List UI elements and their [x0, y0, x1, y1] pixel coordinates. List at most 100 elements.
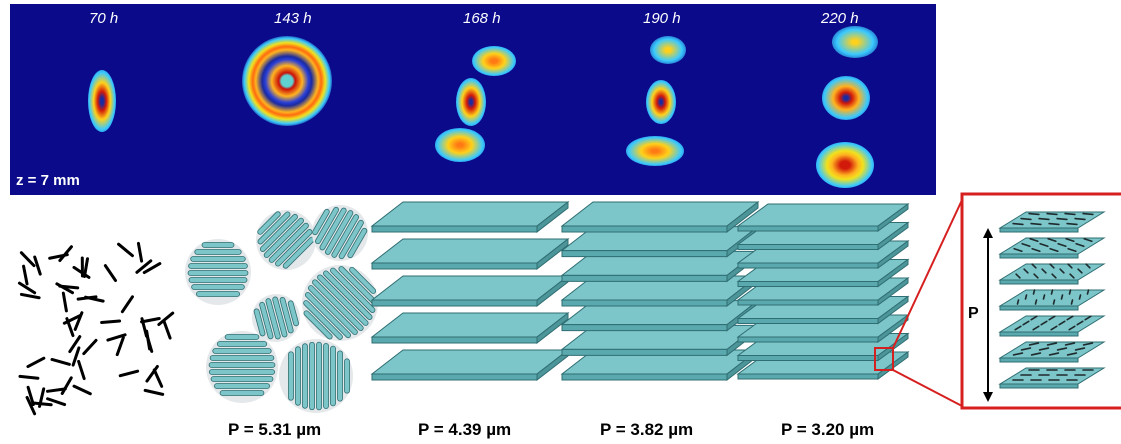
- rod: [106, 333, 127, 342]
- chiral-rod: [1050, 325, 1058, 331]
- chiral-plate-edge: [999, 357, 1079, 363]
- lamella: [337, 350, 343, 402]
- lamella: [304, 291, 352, 339]
- chiral-rod: [1067, 247, 1077, 253]
- lamella: [323, 270, 373, 320]
- chiral-rod: [1022, 320, 1030, 326]
- rod: [61, 291, 68, 313]
- chiral-rod: [1012, 222, 1024, 226]
- lamella: [196, 291, 240, 297]
- rod: [25, 395, 37, 416]
- chiral-rod: [1059, 268, 1065, 274]
- chiral-rod: [1023, 268, 1029, 274]
- rod: [152, 368, 164, 388]
- zoom-connector-bottom: [892, 369, 963, 407]
- lamella: [309, 341, 315, 411]
- chiral-rod: [1031, 263, 1037, 269]
- chiral-rod: [1066, 315, 1074, 321]
- pitch-arrow-head-bottom: [983, 392, 993, 402]
- chiral-rod: [1060, 294, 1064, 300]
- chiral-rod: [1078, 294, 1082, 300]
- lamella: [209, 355, 275, 361]
- chiral-rod: [1042, 294, 1046, 300]
- chiral-rod: [1068, 325, 1076, 331]
- lamella: [319, 207, 347, 251]
- rod: [17, 281, 37, 295]
- scatter-spot-70h: [88, 70, 116, 132]
- plate: [561, 201, 759, 233]
- rod: [145, 364, 159, 383]
- lamella: [214, 383, 270, 389]
- lamella: [330, 345, 336, 407]
- chiral-plate: [998, 341, 1106, 363]
- chiral-rod: [1084, 315, 1092, 321]
- time-label-190h: 190 h: [643, 10, 681, 27]
- chiral-rod: [1033, 273, 1039, 279]
- rod: [46, 397, 67, 407]
- lamella: [302, 343, 308, 409]
- chiral-rod: [1032, 289, 1036, 295]
- rod: [31, 401, 53, 407]
- chiral-rod: [1057, 242, 1067, 248]
- lamella: [188, 277, 248, 283]
- plate: [371, 238, 569, 270]
- lamella: [253, 308, 266, 337]
- time-label-143h: 143 h: [274, 10, 312, 27]
- lamella: [259, 213, 298, 252]
- chiral-plate: [998, 237, 1106, 259]
- chiral-rod: [1049, 263, 1055, 269]
- lamella: [208, 369, 276, 375]
- chiral-rod: [1075, 242, 1085, 248]
- lamella: [188, 263, 248, 269]
- pitch-label-1: P = 5.31 µm: [228, 420, 322, 439]
- rod: [26, 385, 35, 407]
- time-label-168h: 168 h: [463, 10, 501, 27]
- lamella: [194, 249, 242, 255]
- rod: [162, 319, 172, 340]
- chiral-plate-edge: [999, 383, 1079, 389]
- chiral-plate-edge: [999, 253, 1079, 259]
- plate: [371, 275, 569, 307]
- chiral-plate-edge: [999, 279, 1079, 285]
- chiral-rod: [1067, 263, 1073, 269]
- chiral-plate: [998, 289, 1106, 311]
- scattering-image-strip: 70 h 143 h 168 h 190 h 220 h z = 7 mm: [10, 4, 936, 195]
- rod: [103, 264, 118, 282]
- chiral-rod: [1014, 325, 1022, 331]
- chiral-rod: [1034, 299, 1038, 305]
- rod: [18, 374, 40, 380]
- rod: [115, 336, 125, 357]
- chiral-rod: [1058, 320, 1066, 326]
- z-position-label: z = 7 mm: [16, 172, 80, 189]
- lamella: [268, 222, 309, 263]
- lamella: [219, 390, 265, 396]
- chiral-rod: [1076, 320, 1084, 326]
- lamella: [208, 362, 276, 368]
- lamella: [201, 242, 235, 248]
- domain: [252, 294, 300, 342]
- chiral-rod: [1070, 299, 1074, 305]
- lamella: [187, 270, 249, 276]
- lamella: [272, 296, 288, 338]
- rod: [135, 259, 153, 274]
- chiral-rod: [1066, 352, 1078, 356]
- chiral-rod: [1051, 273, 1057, 279]
- chiral-rod: [1064, 212, 1076, 216]
- chiral-rod: [1046, 212, 1058, 216]
- chiral-rod: [1082, 212, 1094, 216]
- pitch-label-2: P = 4.39 µm: [418, 420, 512, 439]
- rod: [22, 264, 29, 286]
- chiral-plate: [998, 367, 1106, 389]
- chiral-rod: [1028, 342, 1040, 346]
- lamella: [216, 341, 268, 347]
- domain: [206, 331, 278, 403]
- lamella: [259, 301, 274, 340]
- chiral-rod: [1015, 273, 1021, 279]
- lamella: [349, 266, 377, 294]
- lamella: [338, 219, 364, 260]
- chiral-rod: [1020, 347, 1032, 351]
- chiral-rod: [1030, 315, 1038, 321]
- lamella: [212, 348, 272, 354]
- chiral-rod: [1048, 222, 1060, 226]
- scatter-spot-190h-top: [650, 36, 686, 64]
